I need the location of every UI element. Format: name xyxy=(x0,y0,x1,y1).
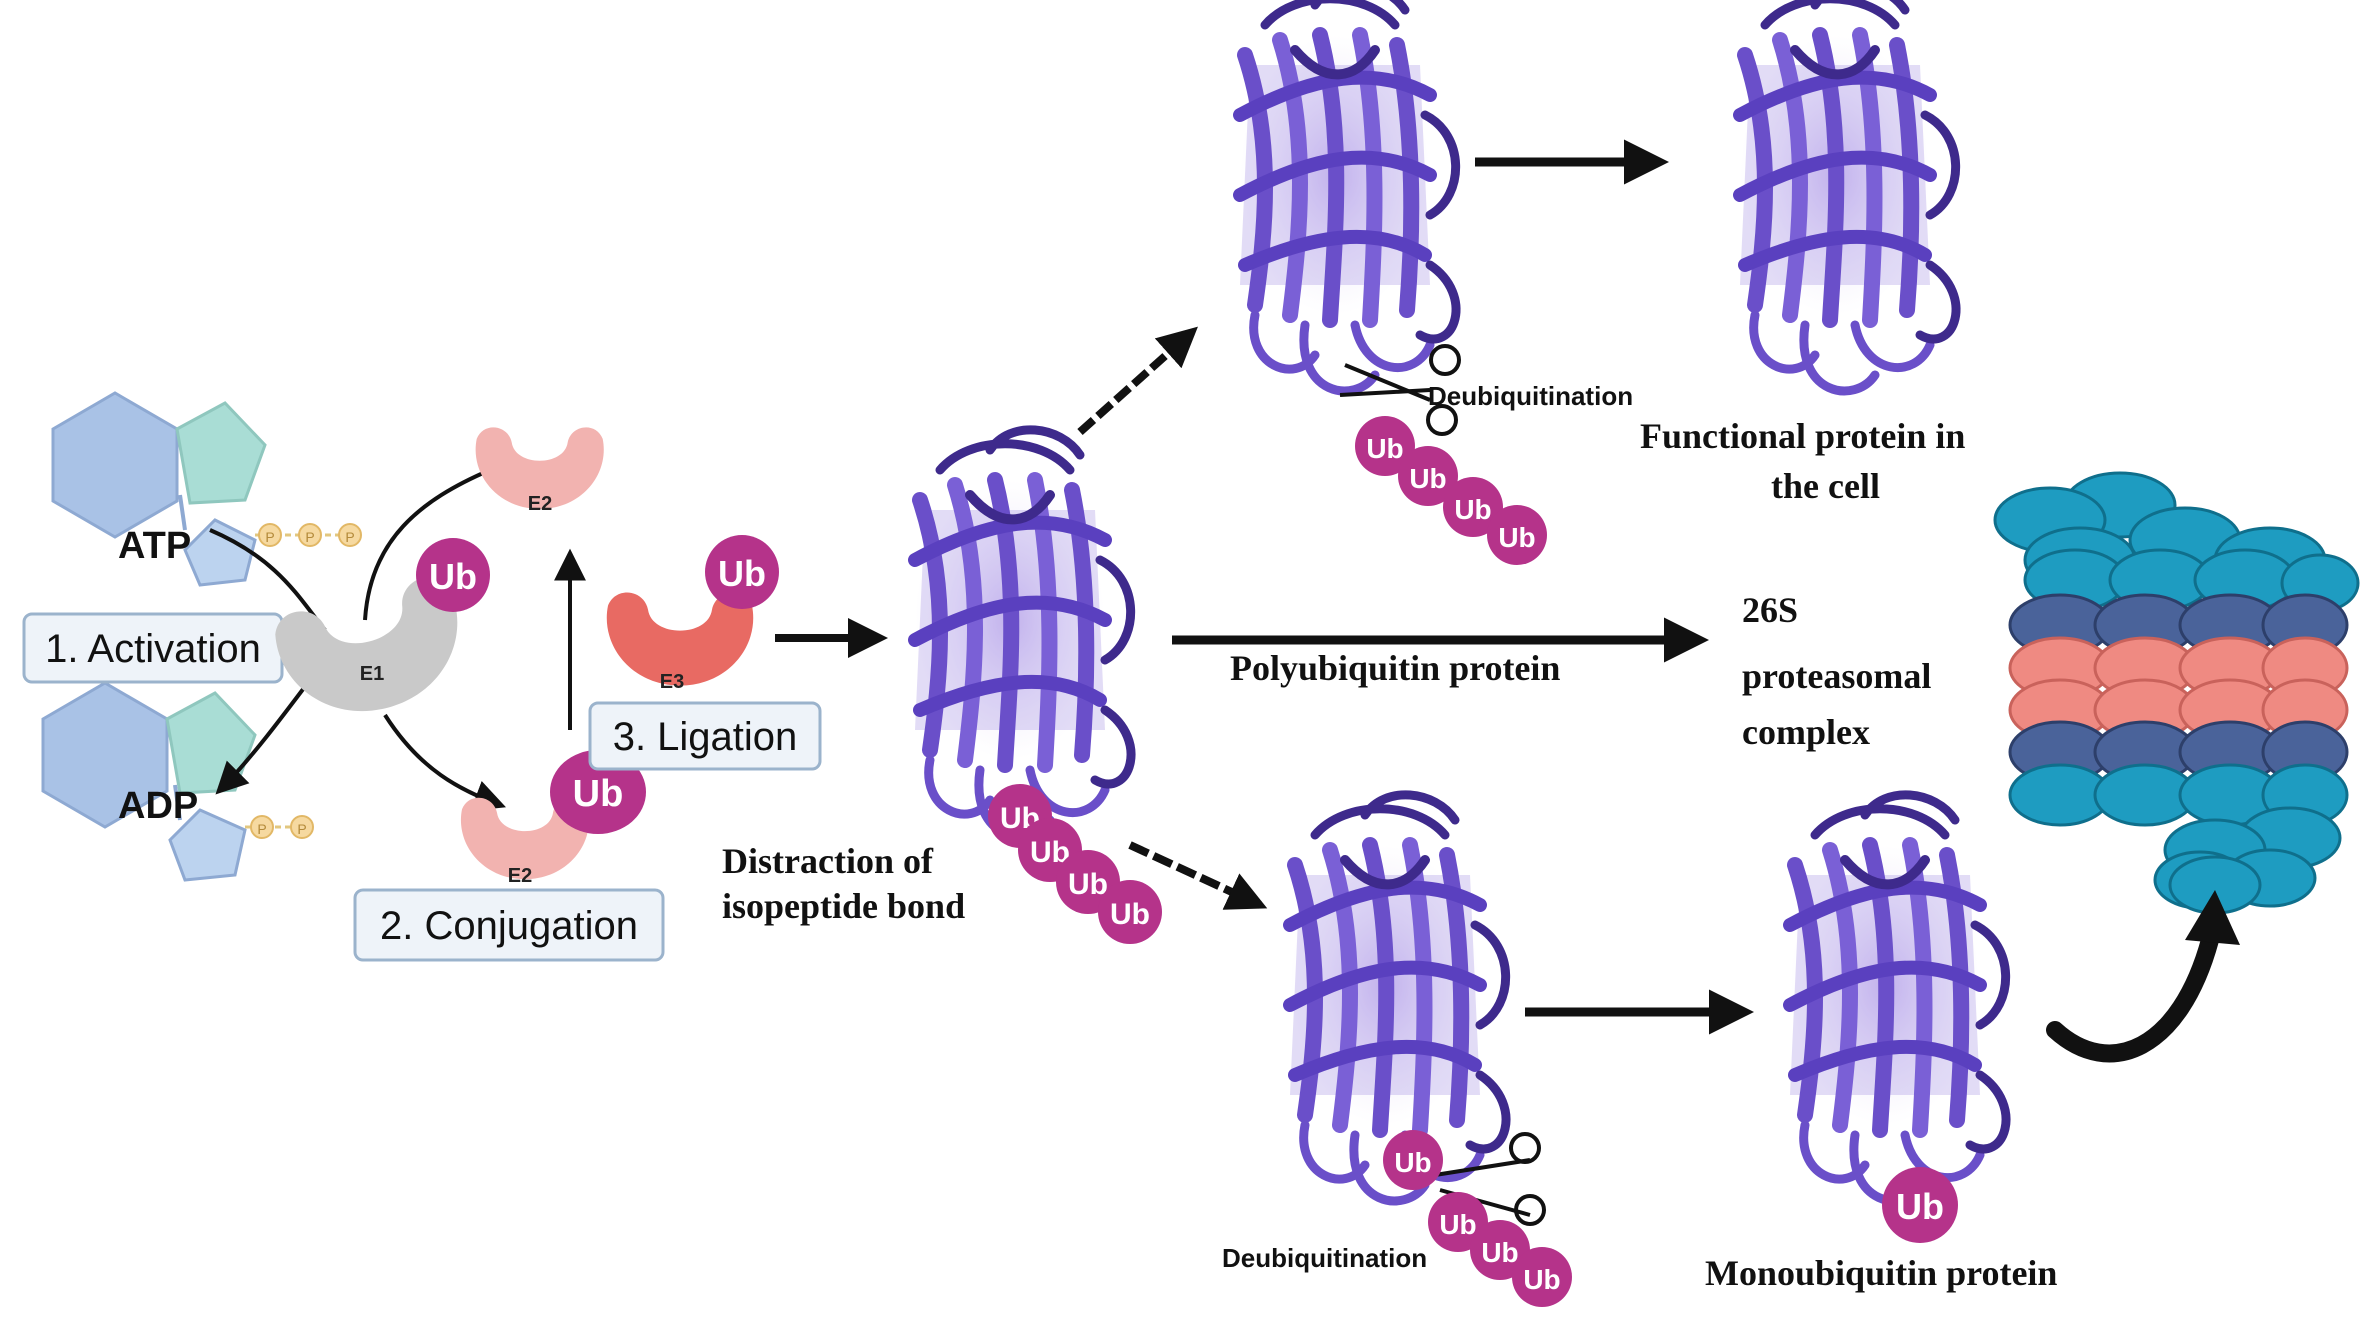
svg-text:Ub: Ub xyxy=(1498,522,1535,553)
arrow-to-deubiquitination-bottom xyxy=(1128,841,1268,910)
svg-text:P: P xyxy=(305,529,314,545)
svg-text:P: P xyxy=(345,529,354,545)
svg-text:Ub: Ub xyxy=(1523,1264,1560,1295)
svg-text:Ub: Ub xyxy=(1481,1237,1518,1268)
ribose-icon xyxy=(183,518,257,587)
polyubiquitin-label: Polyubiquitin protein xyxy=(1230,648,1560,688)
scissors-icon xyxy=(1339,344,1461,436)
e2-enzyme-top: E2 xyxy=(475,427,604,515)
phosphate-icon xyxy=(290,815,314,839)
arrow-to-deubiquitination-top xyxy=(1077,326,1198,435)
e3-enzyme: E3 xyxy=(606,592,754,693)
polyub-chain-central: Ub Ub Ub Ub xyxy=(988,784,1162,944)
central-protein xyxy=(915,430,1131,836)
proteasome-label-line1: 26S xyxy=(1742,590,1798,630)
svg-text:Ub: Ub xyxy=(573,773,624,815)
svg-text:E1: E1 xyxy=(360,663,384,685)
functional-label-line2: the cell xyxy=(1771,466,1880,506)
proteasome-label-line2: proteasomal xyxy=(1742,656,1931,696)
deubiquitination-label-top: Deubiquitination xyxy=(1428,381,1633,411)
adp-molecule: P P ADP xyxy=(41,681,314,882)
svg-text:P: P xyxy=(297,821,306,837)
svg-text:E2: E2 xyxy=(508,865,532,887)
polyub-chain-bottom: Ub Ub Ub Ub xyxy=(1383,1130,1572,1307)
functional-protein xyxy=(1740,0,1956,391)
protein-top xyxy=(1240,0,1456,391)
arrow-e1-to-e2 xyxy=(363,468,491,621)
distraction-label-line2: isopeptide bond xyxy=(722,886,965,926)
functional-label-line1: Functional protein in xyxy=(1640,416,1965,456)
svg-text:Ub: Ub xyxy=(429,556,477,597)
ub-badge: Ub xyxy=(705,535,779,609)
svg-text:P: P xyxy=(257,821,266,837)
phosphate-icon xyxy=(250,815,274,839)
svg-text:Ub: Ub xyxy=(1439,1209,1476,1240)
phosphate-icon xyxy=(258,523,282,547)
svg-text:Ub: Ub xyxy=(1896,1186,1944,1227)
deubiquitination-label-bottom: Deubiquitination xyxy=(1222,1243,1427,1273)
arrow-to-conjugation xyxy=(383,713,506,811)
svg-text:Ub: Ub xyxy=(1454,494,1491,525)
e2-enzyme-bottom: E2 xyxy=(460,797,590,887)
phosphate-icon xyxy=(338,523,362,547)
monoubiquitin-label: Monoubiquitin protein xyxy=(1705,1253,2057,1293)
svg-text:Ub: Ub xyxy=(1409,463,1446,494)
atp-molecule: P P P ATP xyxy=(51,391,362,587)
svg-text:Ub: Ub xyxy=(718,553,766,594)
svg-text:1. Activation: 1. Activation xyxy=(45,627,261,671)
svg-text:Ub: Ub xyxy=(1068,868,1108,901)
svg-text:Ub: Ub xyxy=(1394,1147,1431,1178)
ligation-step-label: 3. Ligation xyxy=(588,701,822,771)
svg-text:Ub: Ub xyxy=(1366,433,1403,464)
monoubiquitin-protein xyxy=(1790,795,2006,1201)
ub-badge: Ub xyxy=(1882,1167,1958,1243)
adp-label: ADP xyxy=(118,785,198,827)
e1-enzyme: E1 xyxy=(269,571,477,732)
proteasome-complex xyxy=(1993,471,2360,915)
svg-text:2. Conjugation: 2. Conjugation xyxy=(380,904,638,948)
atp-label: ATP xyxy=(118,525,191,567)
ribose-icon xyxy=(168,808,247,882)
svg-text:Ub: Ub xyxy=(1110,898,1150,931)
ub-badge: Ub xyxy=(416,538,490,612)
phosphate-icon xyxy=(298,523,322,547)
svg-text:3. Ligation: 3. Ligation xyxy=(613,715,798,759)
curved-arrow-to-proteasome xyxy=(2046,931,2219,1063)
conjugation-step-label: 2. Conjugation xyxy=(353,888,665,962)
svg-text:P: P xyxy=(265,529,274,545)
distraction-label-line1: Distraction of xyxy=(722,841,934,881)
ub-badge: Ub xyxy=(550,750,646,834)
polyub-chain-top: Ub Ub Ub Ub xyxy=(1355,416,1547,565)
proteasome-label-line3: complex xyxy=(1742,712,1870,752)
arrow-head-icon xyxy=(2185,890,2240,945)
activation-step-label: 1. Activation xyxy=(22,612,284,684)
svg-text:E3: E3 xyxy=(660,671,684,693)
svg-text:E2: E2 xyxy=(528,493,552,515)
